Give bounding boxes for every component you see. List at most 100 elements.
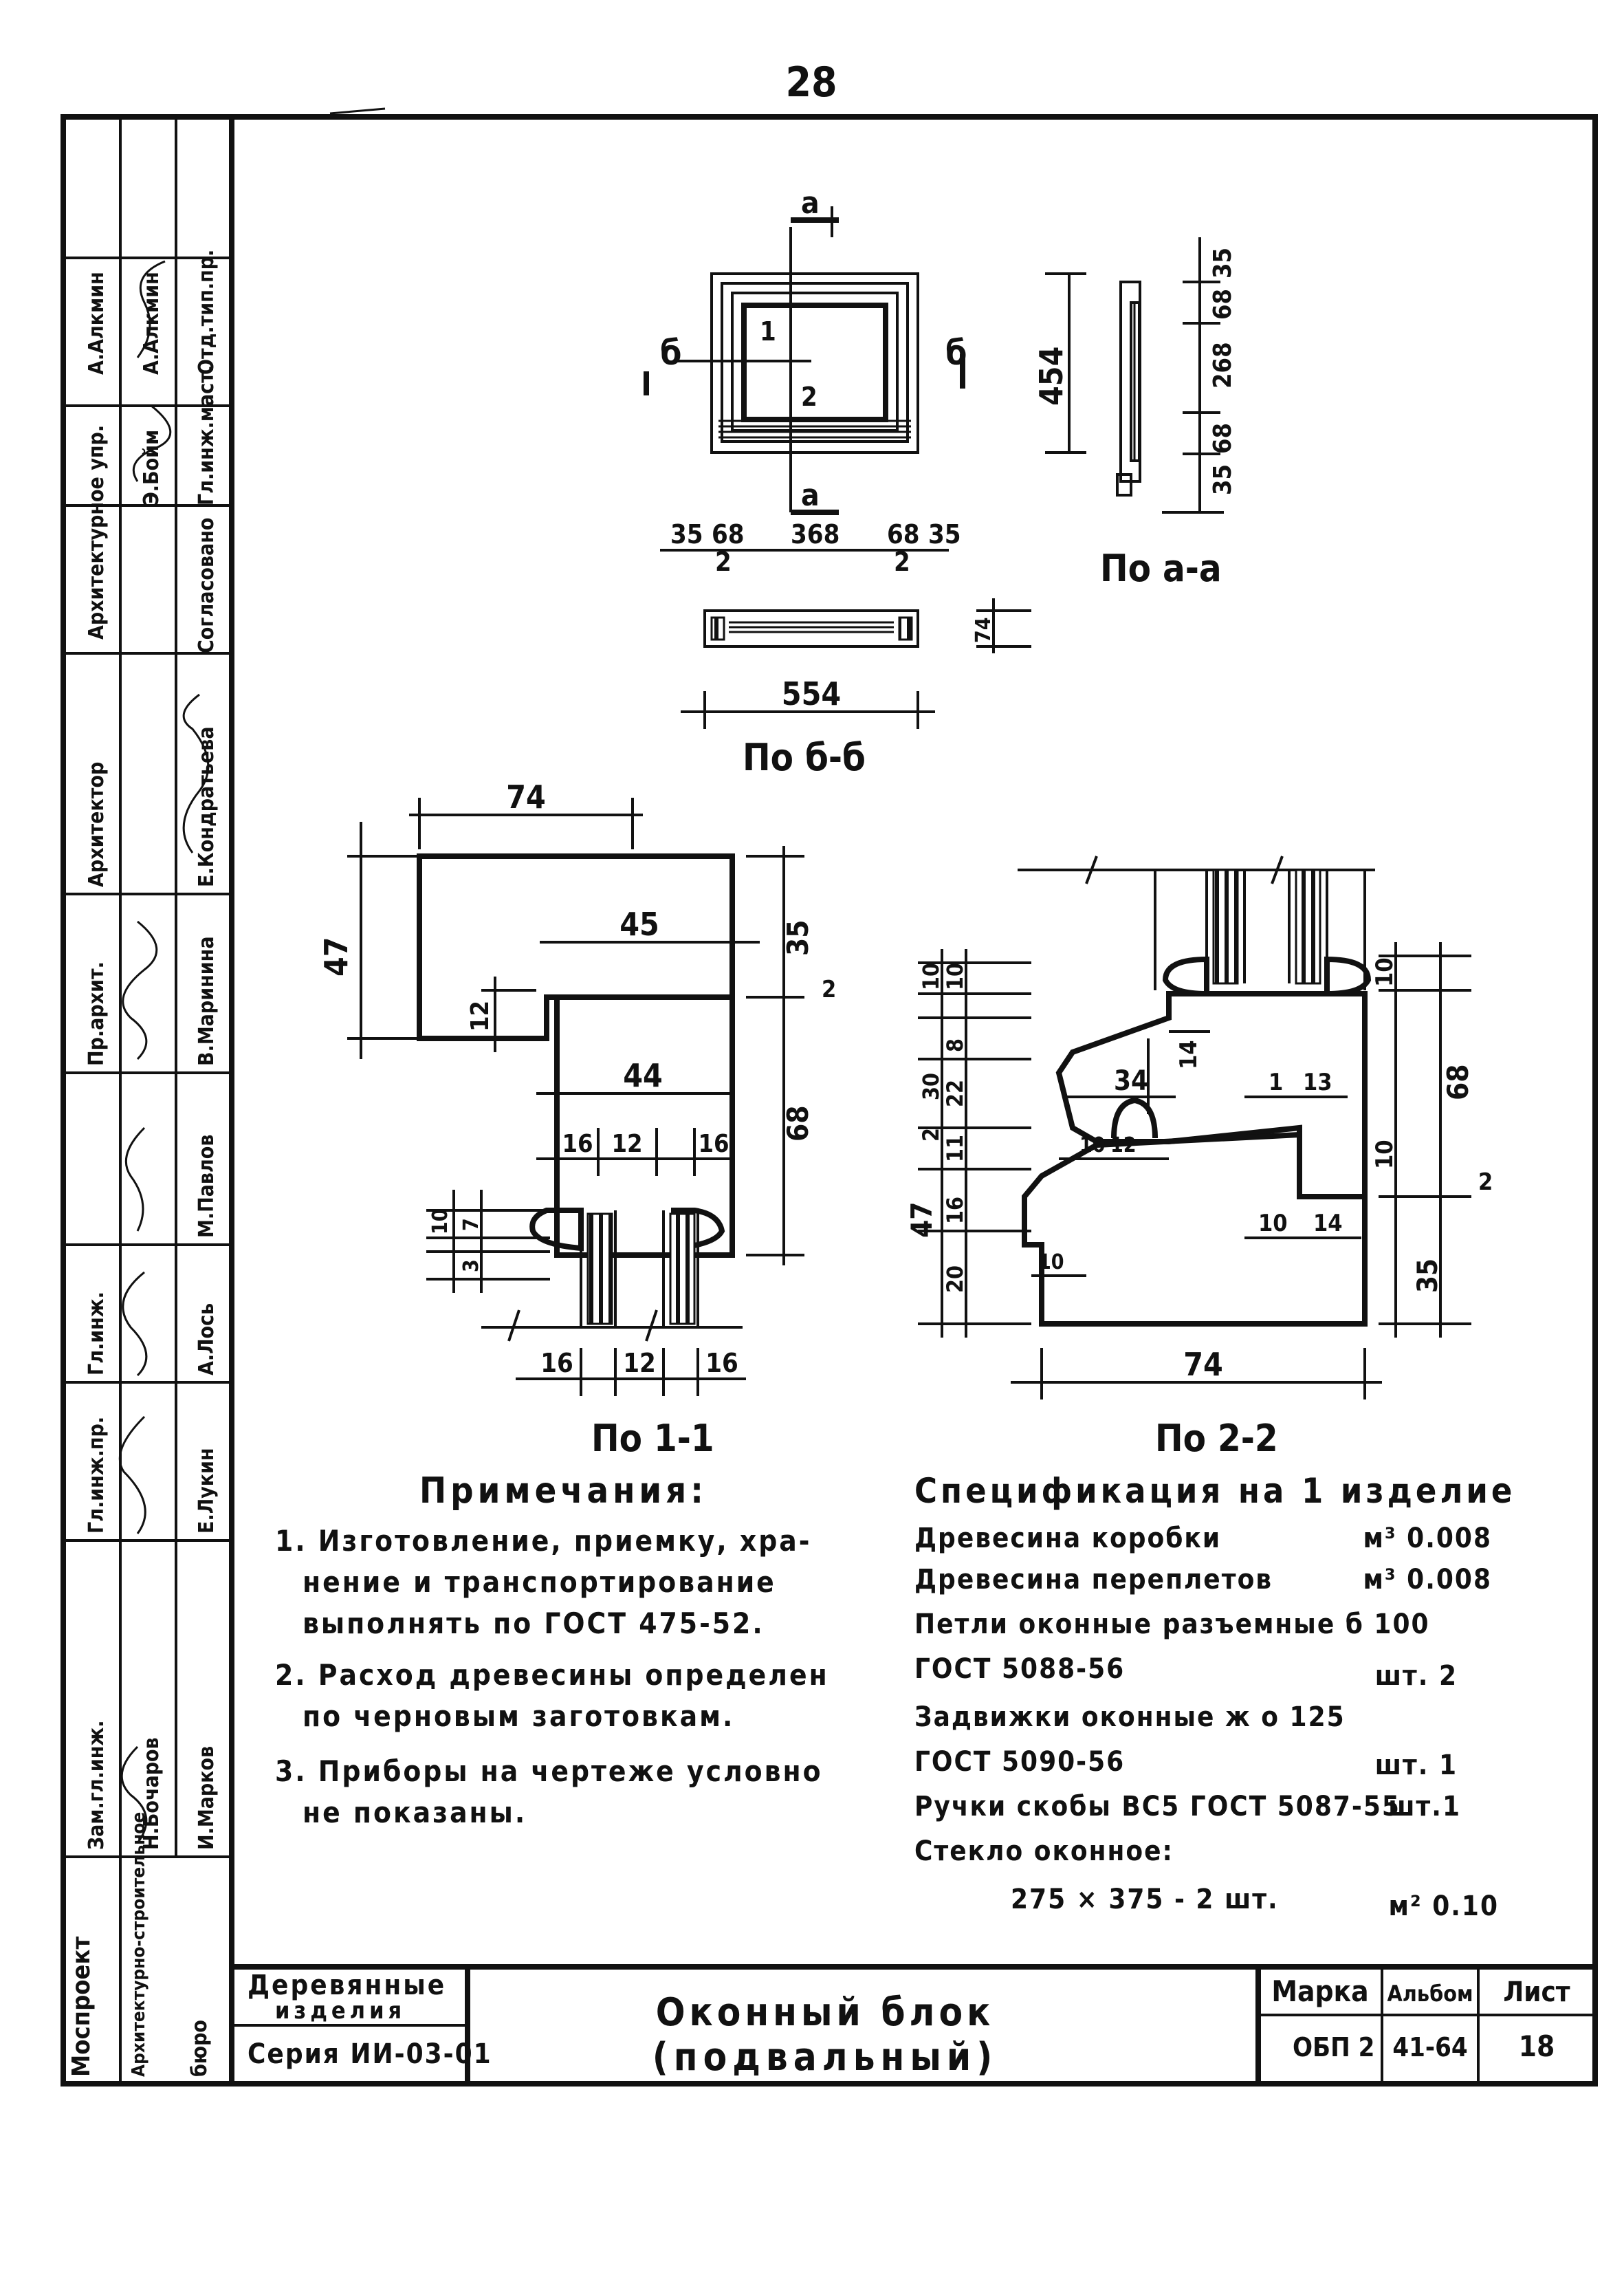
stamp-org-1: Моспроект <box>67 1937 96 2077</box>
s22-h10b: 10 <box>942 963 968 990</box>
category-line-1: Деревянные <box>248 1970 446 2001</box>
spec-row-1-name: Древесина коробки <box>914 1523 1221 1554</box>
spec-row-4-qty: шт. 2 <box>1375 1660 1458 1692</box>
view-b-b: По б-б <box>743 736 866 779</box>
drawing-title-2: (подвальный) <box>652 2035 998 2080</box>
s22-n2: 2 <box>1478 1168 1493 1196</box>
s11-w12a: 12 <box>611 1130 642 1158</box>
label-a-top: а <box>801 186 820 221</box>
category-line-2: изделия <box>275 1997 406 2025</box>
s22-r10: 10 <box>1371 957 1398 987</box>
page-number: 28 <box>785 58 837 107</box>
signature-7 <box>118 1415 146 1534</box>
s11-w74: 74 <box>506 778 546 816</box>
mark-value: ОБП 2 <box>1293 2032 1374 2062</box>
stamp-marina: В.Маринина <box>195 936 219 1066</box>
stamp-dept: Отд.тип.пр. <box>195 250 219 375</box>
signature-8 <box>120 1745 148 1844</box>
spec-row-6-name: ГОСТ 5090-56 <box>914 1746 1125 1778</box>
note-2-line-2: по черновым заготовкам. <box>303 1699 734 1733</box>
s22-w14: 14 <box>1175 1040 1203 1069</box>
spec-row-7-name: Ручки скобы ВС5 ГОСТ 5087-55 <box>914 1791 1401 1822</box>
stamp-arch-dept: Архитектурное упр. <box>85 425 109 640</box>
dim-d68a: 68 <box>712 519 745 549</box>
signature-4 <box>122 920 158 1060</box>
spec-row-1-qty: м³ 0.008 <box>1363 1523 1492 1554</box>
num-2a: 2 <box>715 547 732 577</box>
dim-d68b: 68 <box>887 519 920 549</box>
note-1-line-1: 1. Изготовление, приемку, хра- <box>275 1524 811 1558</box>
series: Серия ИИ-03-01 <box>248 2038 492 2070</box>
s22-w1: 1 <box>1269 1069 1283 1096</box>
s11-w16b: 16 <box>698 1130 729 1158</box>
s22-w10: 10 <box>1079 1133 1106 1157</box>
dim-v68a: 68 <box>1209 289 1237 320</box>
s22-w34: 34 <box>1114 1065 1148 1097</box>
dim-454: 454 <box>1033 347 1070 406</box>
s22-h22: 22 <box>942 1080 968 1107</box>
dim-v68b: 68 <box>1209 423 1237 454</box>
s11-b16b: 16 <box>705 1348 738 1378</box>
s11-b16a: 16 <box>540 1348 573 1378</box>
label-2: 2 <box>801 382 818 412</box>
sheet-label: Лист <box>1503 1976 1570 2008</box>
sheet-frame <box>61 114 1598 2087</box>
s11-h47: 47 <box>318 937 355 977</box>
s22-w12: 12 <box>1110 1133 1137 1157</box>
stamp-org-3: бюро <box>188 2020 212 2077</box>
stamp-los: А.Лось <box>195 1303 219 1375</box>
dim-d35b: 35 <box>928 519 961 549</box>
s11-b12: 12 <box>623 1348 656 1378</box>
spec-row-2-name: Древесина переплетов <box>914 1564 1273 1595</box>
s22-w74: 74 <box>1183 1346 1223 1383</box>
stamp-gl-inzh: Гл.инж. <box>85 1292 109 1375</box>
s22-r10b: 10 <box>1371 1140 1398 1169</box>
label-b-left: б <box>660 333 681 373</box>
s11-h35: 35 <box>781 919 815 956</box>
dim-v268: 268 <box>1209 342 1237 389</box>
s22-h8: 8 <box>942 1038 968 1052</box>
view-1-1: По 1-1 <box>591 1417 714 1460</box>
stamp-approved: Согласовано <box>195 518 219 653</box>
view-a-a: По а-а <box>1100 547 1222 590</box>
label-1: 1 <box>760 316 776 347</box>
stamp-name-1: А.Алкмин <box>140 272 164 375</box>
spec-row-3-name: Петли оконные разъемные б 100 <box>914 1609 1430 1640</box>
stamp-gl-inzh-pr: Гл.инж.пр. <box>85 1417 109 1534</box>
s11-n2: 2 <box>822 976 836 1003</box>
album-value: 41-64 <box>1392 2032 1467 2062</box>
label-b-right: б <box>945 333 967 373</box>
s22-w10c: 10 <box>1038 1250 1064 1274</box>
stamp-zam: Зам.гл.инж. <box>85 1720 109 1850</box>
signature-3 <box>182 693 210 853</box>
sheet-value: 18 <box>1519 2029 1555 2063</box>
signature-5 <box>124 1126 146 1232</box>
dim-v35a: 35 <box>1209 248 1237 279</box>
section-1-1: 74 47 45 35 2 12 44 68 16 12 16 <box>318 778 836 1460</box>
stamp-org-2: Архитектурно-строительное <box>129 1812 149 2077</box>
note-1-line-3: выполнять по ГОСТ 475-52. <box>303 1606 765 1640</box>
spec-row-9-name: 275 × 375 - 2 шт. <box>1011 1884 1279 1915</box>
section-2-2: 10 10 8 30 22 2 11 16 47 20 34 14 1 13 1… <box>905 856 1493 1460</box>
s22-w13: 13 <box>1303 1069 1332 1096</box>
spec-row-9-qty: м² 0.10 <box>1389 1891 1499 1922</box>
spec-row-2-qty: м³ 0.008 <box>1363 1564 1492 1595</box>
view-2-2: По 2-2 <box>1155 1417 1278 1460</box>
window-elevation: а а б б 1 2 454 <box>644 186 1086 515</box>
stamp-architect: Архитектор <box>85 762 109 887</box>
stamp-pavlov: М.Павлов <box>195 1135 219 1238</box>
signature-1 <box>136 260 166 358</box>
dim-554: 554 <box>782 675 841 712</box>
plan-b-b: 35 68 368 68 35 2 2 74 554 По б-б <box>660 519 1031 779</box>
spec-title: Спецификация на 1 изделие <box>914 1471 1515 1511</box>
note-1-line-2: нение и транспортирование <box>303 1565 776 1599</box>
s22-h10a: 10 <box>918 963 944 990</box>
s22-w14b: 14 <box>1313 1210 1343 1237</box>
spec-row-7-qty: шт.1 <box>1388 1791 1461 1822</box>
signature-2 <box>132 404 172 482</box>
num-2b: 2 <box>894 547 910 577</box>
mark-label: Марка <box>1271 1974 1368 2008</box>
album-label: Альбом <box>1387 1981 1473 2007</box>
title-block: Деревянные изделия Серия ИИ-03-01 Оконны… <box>232 1964 1595 2084</box>
s11-w45: 45 <box>619 906 659 943</box>
